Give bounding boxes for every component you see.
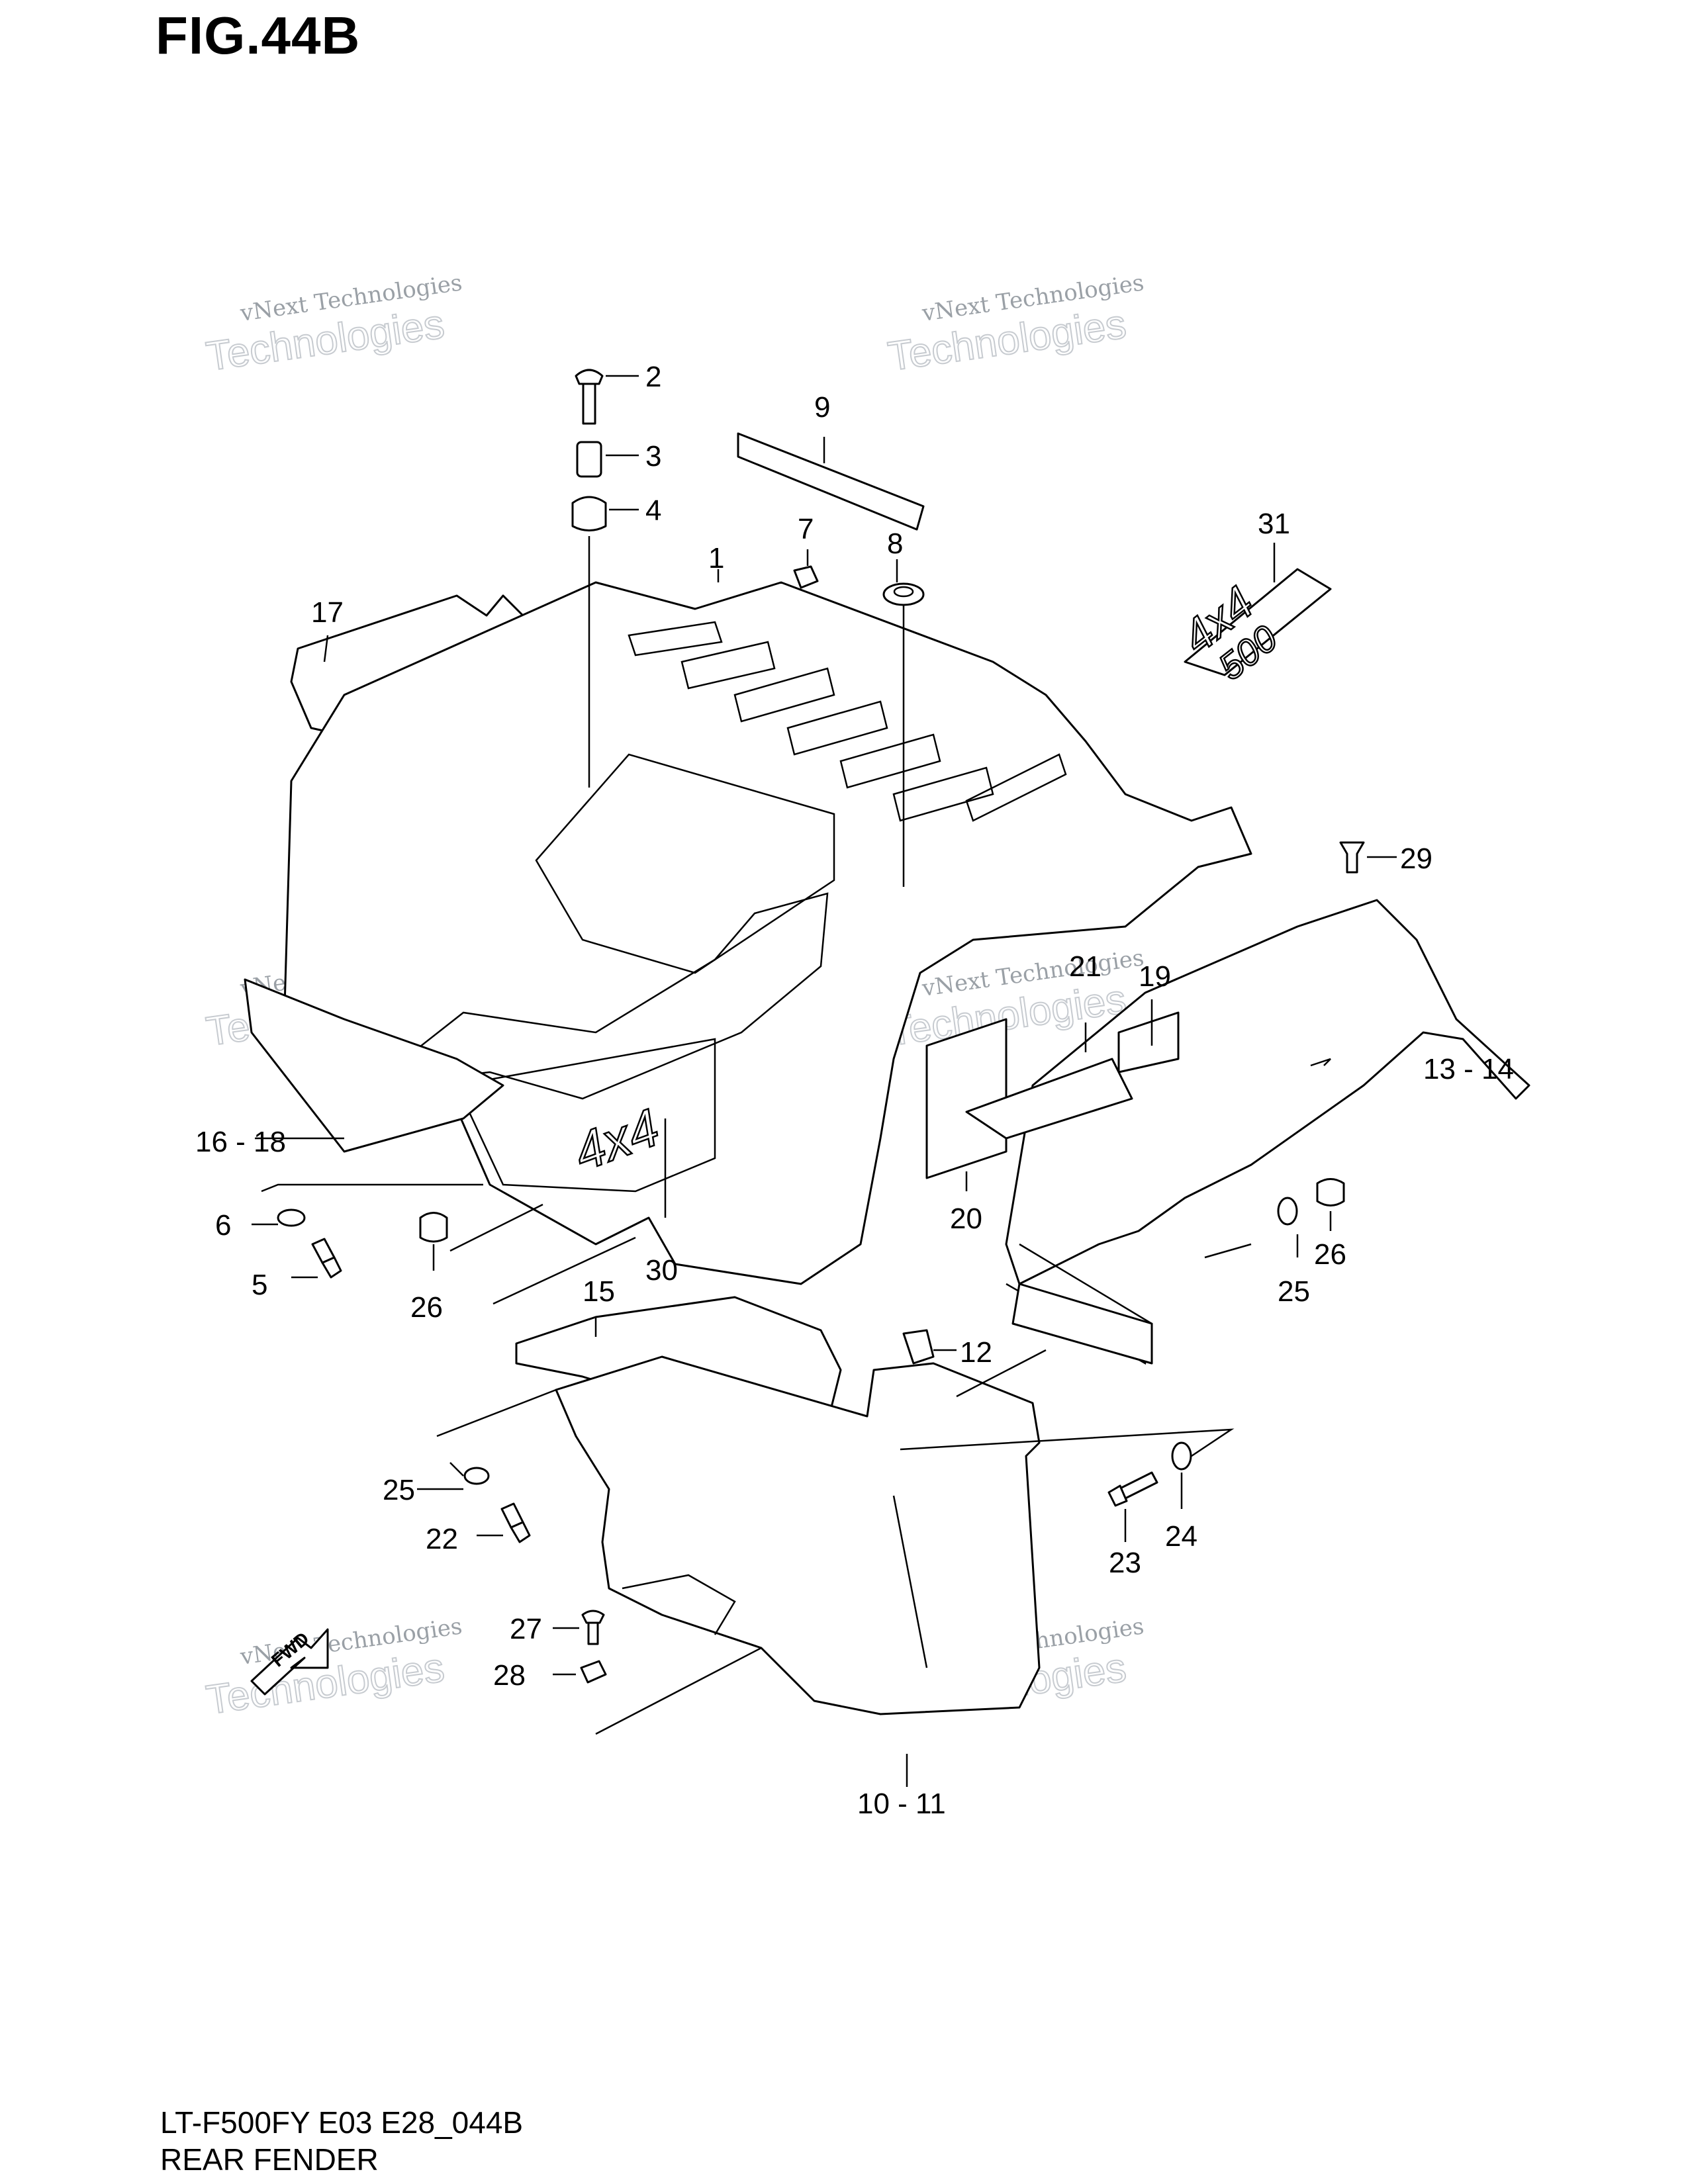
part-9-cushion-strip (737, 432, 925, 531)
callout-13-14: 13 - 14 (1423, 1053, 1514, 1085)
callout-2: 2 (645, 361, 661, 393)
part-24-washer (1171, 1441, 1192, 1471)
part-21-splash-guard (965, 1058, 1133, 1140)
callout-22: 22 (426, 1523, 458, 1555)
part-13-14-mud-flap (1005, 899, 1530, 1285)
callout-10-11: 10 - 11 (857, 1788, 946, 1820)
callout-4: 4 (645, 494, 661, 527)
callout-27: 27 (510, 1613, 542, 1645)
part-1-deck-ribs (628, 621, 1067, 822)
assembly-name: REAR FENDER (160, 2142, 379, 2177)
callout-17: 17 (311, 596, 344, 629)
part-23-screw (1107, 1471, 1158, 1507)
part-31-emblem: 4x4 500 (1172, 568, 1332, 689)
part-25-washer-right (1277, 1197, 1298, 1226)
model-code: LT-F500FY E03 E28_044B (160, 2105, 524, 2140)
callout-8: 8 (887, 527, 903, 560)
callout-12: 12 (960, 1336, 992, 1369)
part-4-cushion (571, 496, 607, 531)
callout-7: 7 (798, 513, 814, 545)
part-28-clip-nut (580, 1660, 607, 1684)
part-5-screw (311, 1238, 342, 1279)
callout-3: 3 (645, 440, 661, 473)
part-29-push-rivet (1339, 841, 1365, 874)
part-2-bolt (575, 369, 604, 425)
callout-leader-lines (252, 375, 1397, 1787)
watermark-top-center: Technologies vNext Technologies (884, 269, 1145, 381)
part-1-inner-frame (367, 892, 829, 1100)
part-26-nut-right (1316, 1178, 1345, 1206)
watermark-bottom-left: Technologies vNext Technologies (203, 1613, 463, 1724)
part-19-bracket (1117, 1011, 1180, 1073)
callout-28: 28 (493, 1659, 526, 1692)
callout-21: 21 (1069, 950, 1102, 983)
callout-15: 15 (583, 1275, 615, 1308)
callout-16-18: 16 - 18 (195, 1126, 286, 1158)
part-10-11-lower-mudguard (555, 1355, 1041, 1715)
callout-1: 1 (708, 542, 724, 574)
callout-26-right: 26 (1314, 1238, 1346, 1271)
part-1-rear-fender-body (283, 581, 1252, 1285)
callout-9: 9 (814, 391, 830, 424)
callout-23: 23 (1109, 1547, 1141, 1579)
part-7-clip (793, 565, 819, 589)
part-26-nut-left (419, 1212, 448, 1243)
part-27-bolt (581, 1610, 605, 1645)
callout-20: 20 (950, 1203, 982, 1235)
callout-19: 19 (1139, 960, 1171, 993)
callout-25-right: 25 (1278, 1275, 1310, 1308)
part-3-collar (576, 441, 602, 478)
callout-labels: 2 3 4 9 1 7 8 31 17 29 21 19 13 - 14 16 … (195, 361, 1514, 1820)
callout-24: 24 (1165, 1520, 1197, 1553)
part-10-11-crease (892, 1495, 928, 1668)
callout-29: 29 (1400, 842, 1432, 875)
callout-25-left: 25 (383, 1474, 415, 1506)
part-22-screw (500, 1502, 531, 1543)
figure-title: FIG.44B (156, 6, 361, 65)
part-13-14-lower-edge (1011, 1283, 1153, 1365)
part-20-cover (925, 1018, 1008, 1179)
part-10-11-inner-step (622, 1574, 736, 1635)
part-25-washer-left (463, 1467, 490, 1485)
part-1-rear-panel (455, 1038, 716, 1193)
callout-5: 5 (252, 1269, 267, 1301)
watermark-top-left: Technologies vNext Technologies (203, 269, 463, 381)
part-8-grommet (882, 582, 925, 606)
part-12-clip (902, 1329, 935, 1365)
part-1-storage-tray (535, 753, 835, 974)
callout-30: 30 (645, 1254, 678, 1287)
callout-6: 6 (215, 1209, 231, 1242)
part-6-washer (277, 1208, 306, 1227)
callout-31: 31 (1258, 508, 1290, 540)
part-16-18-side-cover (244, 978, 504, 1153)
callout-26: 26 (410, 1291, 443, 1324)
